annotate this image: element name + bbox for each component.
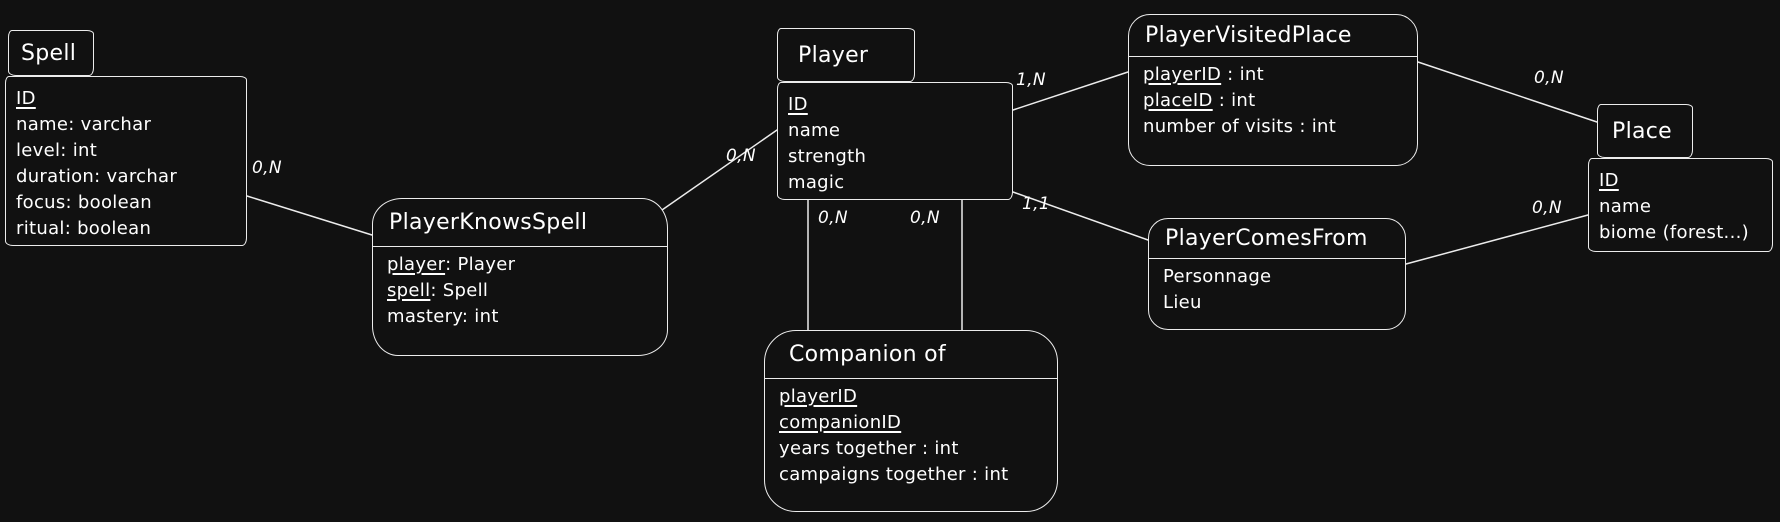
attribute-rest: level: int [16,140,98,161]
relationship-title-label: PlayerComesFrom [1165,226,1368,251]
attribute-rest: mastery: int [387,306,499,327]
relationship-title: PlayerVisitedPlace [1129,15,1417,57]
cardinality-player-visited[interactable]: 1,N [1016,70,1046,90]
relationship-playercomesfrom[interactable]: PlayerComesFrom Personnage Lieu [1148,218,1406,330]
entity-spell-title[interactable]: Spell [8,30,94,76]
attribute-key: companionID [779,412,902,433]
relationship-playervisitedplace[interactable]: PlayerVisitedPlace playerID : int placeI… [1128,14,1418,166]
attribute-rest: name: varchar [16,114,152,135]
attribute-row: mastery: int [387,304,667,330]
attribute-key: player [387,254,446,275]
attribute-row: ID [16,86,246,112]
connector-player-playervisitedplace[interactable] [1012,71,1129,111]
attribute-row: ID [1599,168,1772,194]
attribute-row: years together : int [779,436,1057,462]
attribute-row: ritual: boolean [16,216,246,242]
attribute-row: Personnage [1163,264,1405,290]
cardinality-companion-right[interactable]: 0,N [910,208,940,228]
relationship-title-label: PlayerKnowsSpell [389,210,588,235]
attribute-rest: biome (forest...) [1599,222,1749,243]
attribute-rest: duration: varchar [16,166,178,187]
relationship-companionof[interactable]: Companion of playerID companionID years … [764,330,1058,512]
attribute-rest: ritual: boolean [16,218,152,239]
cardinality-comesfrom-place[interactable]: 0,N [1532,198,1562,218]
attribute-row: spell: Spell [387,278,667,304]
entity-place-title[interactable]: Place [1597,104,1693,158]
attribute-rest: Personnage [1163,266,1272,287]
attribute-row: biome (forest...) [1599,220,1772,246]
connector-playerknowsspell-player[interactable] [661,129,778,211]
entity-place-body[interactable]: ID name biome (forest...) [1588,158,1773,252]
attribute-rest: name [1599,196,1652,217]
attribute-row: focus: boolean [16,190,246,216]
attribute-key: spell [387,280,431,301]
attribute-rest: magic [788,172,845,193]
relationship-title: PlayerComesFrom [1149,219,1405,259]
entity-title-label: Player [798,42,869,68]
entity-spell-body[interactable]: ID name: varchar level: int duration: va… [5,76,247,246]
attribute-row: strength [788,144,1012,170]
cardinality-companion-left[interactable]: 0,N [818,208,848,228]
connector-playercomesfrom-place[interactable] [1405,214,1589,265]
attribute-rest: Lieu [1163,292,1202,313]
relationship-title-label: Companion of [789,342,946,367]
entity-title-label: Spell [21,40,77,66]
attribute-row: name [1599,194,1772,220]
attribute-rest: : int [1221,64,1264,85]
attribute-key: ID [788,94,808,115]
connector-playervisitedplace-place[interactable] [1417,61,1598,123]
cardinality-visited-place[interactable]: 0,N [1534,68,1564,88]
attribute-key: playerID [1143,64,1222,85]
attribute-rest: : Player [445,254,516,275]
connector-spell-playerknowsspell[interactable] [246,195,373,236]
attribute-rest: campaigns together : int [779,464,1009,485]
cardinality-player-comesfrom[interactable]: 1,1 [1022,194,1050,214]
relationship-title: PlayerKnowsSpell [373,199,667,247]
attribute-rest: focus: boolean [16,192,152,213]
attribute-row: duration: varchar [16,164,246,190]
attribute-key: ID [1599,170,1619,191]
attribute-key: ID [16,88,36,109]
attribute-row: name: varchar [16,112,246,138]
cardinality-spell-knows[interactable]: 0,N [252,158,282,178]
cardinality-knows-player[interactable]: 0,N [726,146,756,166]
attribute-rest: number of visits : int [1143,116,1337,137]
attribute-row: player: Player [387,252,667,278]
attribute-row: magic [788,170,1012,196]
attribute-row: number of visits : int [1143,114,1417,140]
attribute-row: placeID : int [1143,88,1417,114]
relationship-playerknowsspell[interactable]: PlayerKnowsSpell player: Player spell: S… [372,198,668,356]
entity-title-label: Place [1612,118,1672,144]
relationship-title-label: PlayerVisitedPlace [1145,23,1352,48]
attribute-row: ID [788,92,1012,118]
attribute-key: playerID [779,386,858,407]
attribute-rest: : int [1212,90,1256,111]
attribute-row: playerID : int [1143,62,1417,88]
entity-player-title[interactable]: Player [777,28,915,82]
connector-player-playercomesfrom[interactable] [1012,191,1149,241]
attribute-row: level: int [16,138,246,164]
relationship-title: Companion of [765,331,1057,379]
attribute-rest: name [788,120,841,141]
attribute-row: name [788,118,1012,144]
attribute-rest: strength [788,146,867,167]
attribute-row: Lieu [1163,290,1405,316]
attribute-key: placeID [1143,90,1213,111]
attribute-rest: : Spell [430,280,489,301]
attribute-row: campaigns together : int [779,462,1057,488]
attribute-rest: years together : int [779,438,959,459]
attribute-row: playerID [779,384,1057,410]
attribute-row: companionID [779,410,1057,436]
entity-player-body[interactable]: ID name strength magic [777,82,1013,200]
